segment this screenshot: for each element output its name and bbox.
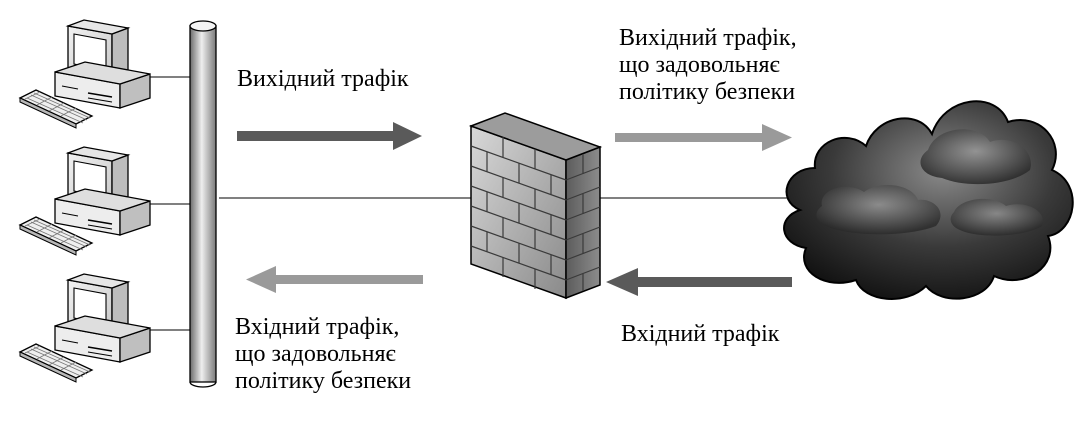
connection-lines: [150, 76, 790, 331]
computer-icon-3: [19, 273, 151, 383]
incoming-traffic-arrow-left: [246, 266, 423, 293]
cloud-icon: [783, 100, 1074, 300]
outgoing-traffic-arrow-left: [237, 122, 422, 150]
outgoing-allowed-traffic-label: Вихідний трафік, що задовольняє політику…: [619, 25, 797, 105]
network-bus-icon: [189, 20, 217, 388]
incoming-allowed-traffic-label: Вхідний трафік, що задовольняє політику …: [235, 314, 412, 394]
incoming-traffic-label: Вхідний трафік: [621, 321, 780, 347]
incoming-traffic-arrow-right: [606, 268, 792, 296]
computer-icon-1: [19, 19, 151, 129]
computer-icon-2: [19, 146, 151, 256]
outgoing-traffic-arrow-right: [615, 124, 792, 151]
outgoing-traffic-label: Вихідний трафік: [237, 66, 409, 92]
firewall-icon: [468, 112, 603, 300]
